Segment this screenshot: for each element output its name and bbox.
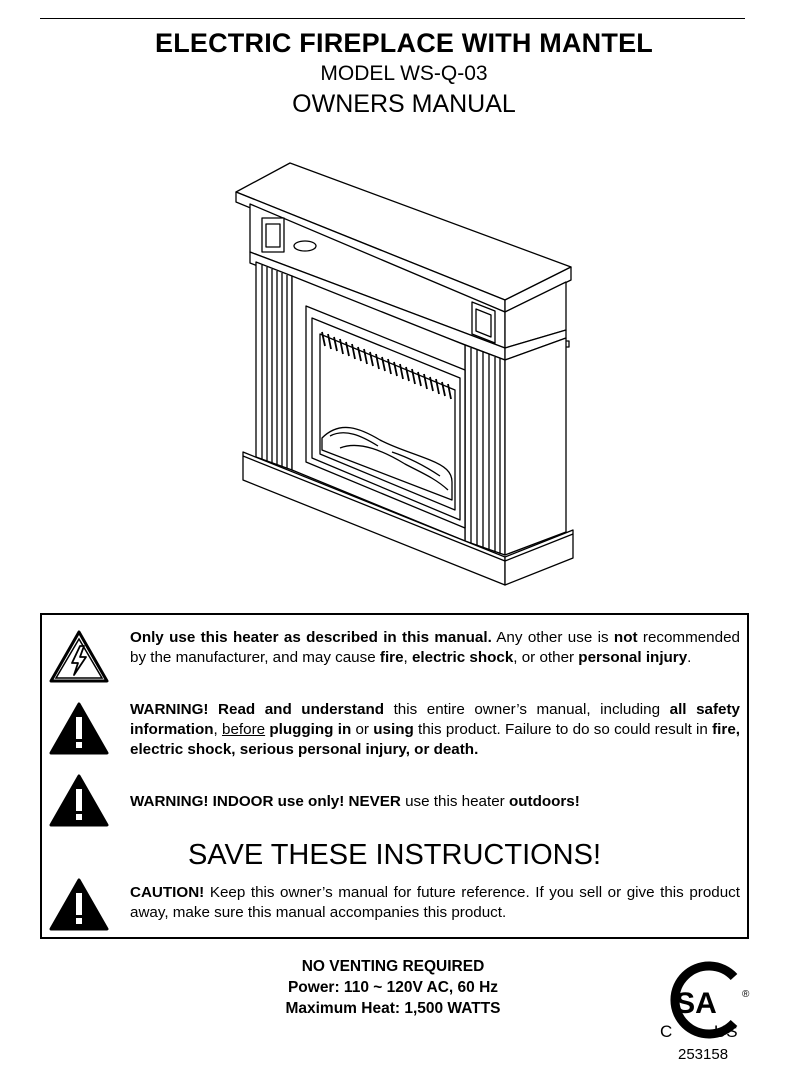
save-instructions-heading: SAVE THESE INSTRUCTIONS!: [187, 839, 602, 871]
warning-icon: [49, 702, 109, 755]
warning-indoor-only: WARNING! INDOOR use only! NEVER use this…: [130, 793, 580, 810]
warning-use-as-described: Only use this heater as described in thi…: [130, 629, 740, 666]
warning-icon: [49, 774, 109, 827]
csa-logo-letters: SA: [675, 987, 717, 1020]
fireplace-illustration: [235, 162, 574, 586]
cert-us-label: US: [714, 1022, 738, 1041]
electric-shock-warning-icon: [49, 630, 109, 683]
page-title: ELECTRIC FIREPLACE WITH MANTEL: [155, 28, 653, 58]
model-number: MODEL WS-Q-03: [320, 62, 488, 85]
heat-spec: Maximum Heat: 1,500 WATTS: [285, 1000, 501, 1017]
power-spec: Power: 110 ~ 120V AC, 60 Hz: [287, 979, 499, 996]
top-rule: [40, 18, 745, 19]
warning-icon: [49, 878, 109, 931]
registered-mark: ®: [742, 989, 750, 1000]
manual-subtitle: OWNERS MANUAL: [292, 90, 516, 118]
csa-certification-logo: SA ®: [670, 961, 750, 1039]
specifications: NO VENTING REQUIRED Power: 110 ~ 120V AC…: [243, 956, 543, 1019]
safety-warning-box: Only use this heater as described in thi…: [40, 613, 749, 939]
warning-read-manual: WARNING! Read and understand this entire…: [130, 701, 740, 758]
caution-keep-manual: CAUTION! Keep this owner’s manual for fu…: [130, 884, 740, 921]
venting-spec: NO VENTING REQUIRED: [301, 958, 485, 975]
cert-number: 253158: [678, 1046, 729, 1063]
cert-c-label: C: [660, 1022, 673, 1041]
